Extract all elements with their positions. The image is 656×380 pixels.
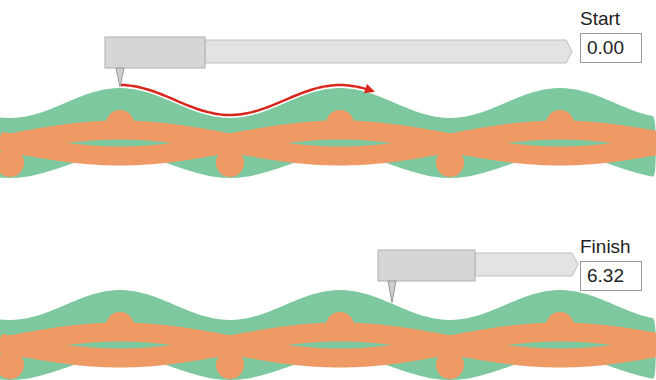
stylus [388, 281, 396, 303]
weft-yarn [546, 110, 574, 138]
weft-yarn [106, 312, 134, 340]
weft-yarn [216, 351, 244, 379]
weft-yarn [546, 312, 574, 340]
weft-yarn [326, 110, 354, 138]
readout: Finish 6.32 [580, 236, 642, 291]
trace-path [121, 85, 373, 115]
weft-yarn [216, 149, 244, 177]
readout-label: Start [580, 8, 642, 30]
readout-value: 0.00 [580, 33, 642, 63]
weft-yarn [436, 351, 464, 379]
probe-body [378, 250, 475, 281]
weft-yarn [0, 149, 24, 177]
fabric [0, 85, 656, 178]
stylus [116, 68, 124, 87]
profilometer-probe [378, 250, 578, 303]
readout-value: 6.32 [580, 261, 642, 291]
weft-yarn [326, 312, 354, 340]
probe-body [105, 37, 205, 68]
fabric [0, 290, 656, 380]
profilometer-probe [105, 37, 572, 87]
probe-arm [205, 40, 572, 63]
readout-label: Finish [580, 236, 642, 258]
weft-yarn [436, 149, 464, 177]
matrix-layer [0, 88, 656, 178]
matrix-layer [0, 290, 656, 380]
weft-yarn [0, 351, 24, 379]
probe-arm [475, 253, 578, 276]
weft-yarn [106, 110, 134, 138]
readout: Start 0.00 [580, 8, 642, 63]
